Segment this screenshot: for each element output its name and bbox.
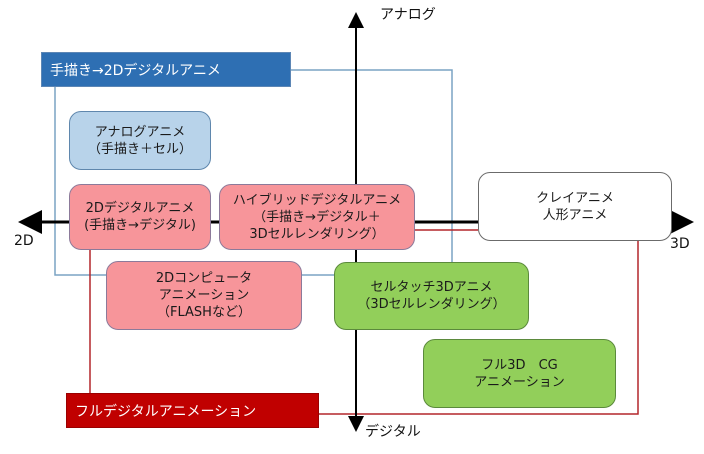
2d-digital-anime-box: 2Dデジタルアニメ (手描き→デジタル) bbox=[69, 184, 211, 250]
axis-label-analog: アナログ bbox=[380, 7, 436, 23]
box-line: セルタッチ3Dアニメ bbox=[370, 280, 493, 295]
hand-drawn-digital-group-banner: 手描き→2Dデジタルアニメ bbox=[41, 52, 291, 87]
box-line: 2Dコンピュータ bbox=[155, 271, 253, 286]
box-line: （手描き→デジタル＋ bbox=[253, 209, 381, 225]
box-line: （手描き＋セル） bbox=[87, 141, 192, 157]
axis-label-2d: 2D bbox=[14, 233, 34, 249]
axis-label-3d: 3D bbox=[670, 236, 690, 252]
box-line: アナログアニメ bbox=[94, 124, 186, 140]
box-line: アニメーション bbox=[474, 374, 565, 390]
full-3d-cg-box: フル3D CG アニメーション bbox=[423, 339, 616, 408]
box-line: フル3D CG bbox=[481, 357, 558, 373]
box-line: ハイブリッドデジタルアニメ bbox=[232, 192, 402, 208]
axis-label-digital: デジタル bbox=[365, 424, 421, 440]
box-line: 人形アニメ bbox=[542, 207, 608, 223]
box-line: (手描き→デジタル) bbox=[84, 218, 196, 233]
analog-anime-box: アナログアニメ （手描き＋セル） bbox=[69, 111, 211, 170]
box-line: （3Dセルレンダリング） bbox=[357, 297, 506, 312]
full-digital-group-outline bbox=[89, 229, 639, 415]
box-line: アニメーション bbox=[158, 288, 250, 303]
box-line: 3Dセルレンダリング） bbox=[249, 226, 385, 242]
full-digital-group-banner: フルデジタルアニメーション bbox=[66, 393, 319, 428]
box-line: クレイアニメ bbox=[536, 190, 614, 206]
box-line: （FLASHなど） bbox=[157, 305, 251, 320]
clay-anime-box: クレイアニメ 人形アニメ bbox=[478, 172, 672, 241]
cel-touch-3d-anime-box: セルタッチ3Dアニメ （3Dセルレンダリング） bbox=[334, 262, 529, 330]
2d-computer-animation-box: 2Dコンピュータ アニメーション （FLASHなど） bbox=[106, 261, 302, 330]
box-line: 2Dデジタルアニメ bbox=[85, 201, 195, 216]
hybrid-digital-anime-box: ハイブリッドデジタルアニメ （手描き→デジタル＋ 3Dセルレンダリング） bbox=[219, 184, 415, 250]
